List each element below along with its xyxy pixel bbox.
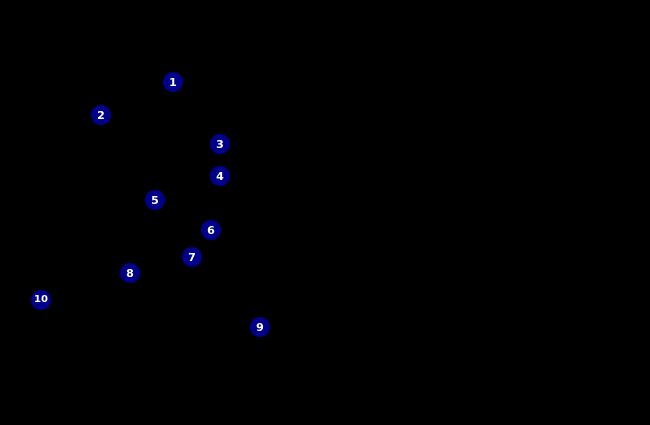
numbered-marker-6[interactable]: 6: [201, 220, 221, 240]
numbered-marker-5[interactable]: 5: [145, 190, 165, 210]
numbered-marker-7[interactable]: 7: [182, 247, 202, 267]
numbered-marker-2[interactable]: 2: [91, 105, 111, 125]
numbered-marker-3[interactable]: 3: [210, 134, 230, 154]
numbered-marker-9[interactable]: 9: [250, 317, 270, 337]
numbered-marker-1[interactable]: 1: [163, 72, 183, 92]
numbered-marker-4[interactable]: 4: [210, 166, 230, 186]
numbered-marker-8[interactable]: 8: [120, 263, 140, 283]
numbered-marker-10[interactable]: 10: [31, 290, 51, 310]
